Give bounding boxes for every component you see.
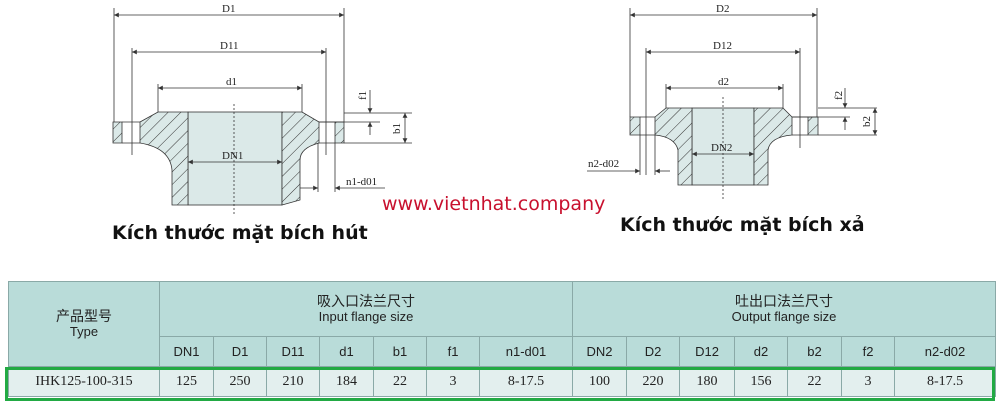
suction-flange-diagram — [112, 8, 412, 215]
type-cell: IHK125-100-315 — [8, 366, 160, 397]
label-n2-d02: n2-d02 — [588, 158, 619, 170]
highlight-border — [5, 367, 995, 401]
column-header: D11 — [266, 336, 320, 367]
column-header: b1 — [373, 336, 427, 367]
column-header: D1 — [213, 336, 267, 367]
column-header: d1 — [319, 336, 374, 367]
label-d2: d2 — [718, 76, 729, 88]
input-header-cn: 吸入口法兰尺寸 — [317, 293, 415, 309]
column-header: n2-d02 — [894, 336, 997, 367]
label-D2: D2 — [716, 3, 729, 15]
label-DN2: DN2 — [711, 142, 732, 154]
type-header-cn: 产品型号 — [56, 308, 112, 324]
label-b2: b2 — [861, 116, 873, 127]
value-cell: 22 — [787, 366, 843, 397]
label-DN1: DN1 — [222, 150, 243, 162]
column-header: f1 — [426, 336, 480, 367]
value-cell: 8-17.5 — [478, 366, 574, 397]
output-header-en: Output flange size — [731, 309, 837, 324]
column-header: DN1 — [159, 336, 214, 367]
column-header: n1-d01 — [478, 336, 574, 367]
type-header-en: Type — [69, 324, 99, 339]
suction-caption: Kích thước mặt bích hút — [112, 222, 368, 244]
column-header: D2 — [626, 336, 681, 367]
value-cell: 8-17.5 — [894, 366, 997, 397]
label-d1: d1 — [226, 76, 237, 88]
label-f2: f2 — [833, 91, 845, 100]
column-header: d2 — [734, 336, 789, 367]
label-n1-d01: n1-d01 — [346, 176, 377, 188]
value-cell: 3 — [426, 366, 480, 397]
label-b1: b1 — [391, 123, 403, 134]
column-header: D12 — [679, 336, 736, 367]
value-cell: 100 — [572, 366, 628, 397]
value-cell: 210 — [266, 366, 320, 397]
watermark-url: www.vietnhat.company — [382, 193, 606, 215]
column-header: DN2 — [572, 336, 628, 367]
discharge-caption: Kích thước mặt bích xả — [620, 214, 865, 236]
output-header-cn: 吐出口法兰尺寸 — [735, 293, 834, 309]
label-D11: D11 — [220, 40, 239, 52]
flange-diagrams: D1 D11 d1 DN1 f1 b1 n1-d01 D2 D12 d2 DN2… — [112, 3, 878, 215]
input-header-en: Input flange size — [318, 309, 414, 324]
discharge-flange-diagram — [587, 8, 878, 200]
value-cell: 3 — [841, 366, 896, 397]
value-cell: 220 — [626, 366, 681, 397]
column-header: f2 — [841, 336, 896, 367]
value-cell: 250 — [213, 366, 267, 397]
value-cell: 180 — [679, 366, 736, 397]
label-f1: f1 — [357, 91, 369, 100]
label-D1: D1 — [222, 3, 235, 15]
label-D12: D12 — [713, 40, 732, 52]
column-header: b2 — [787, 336, 843, 367]
